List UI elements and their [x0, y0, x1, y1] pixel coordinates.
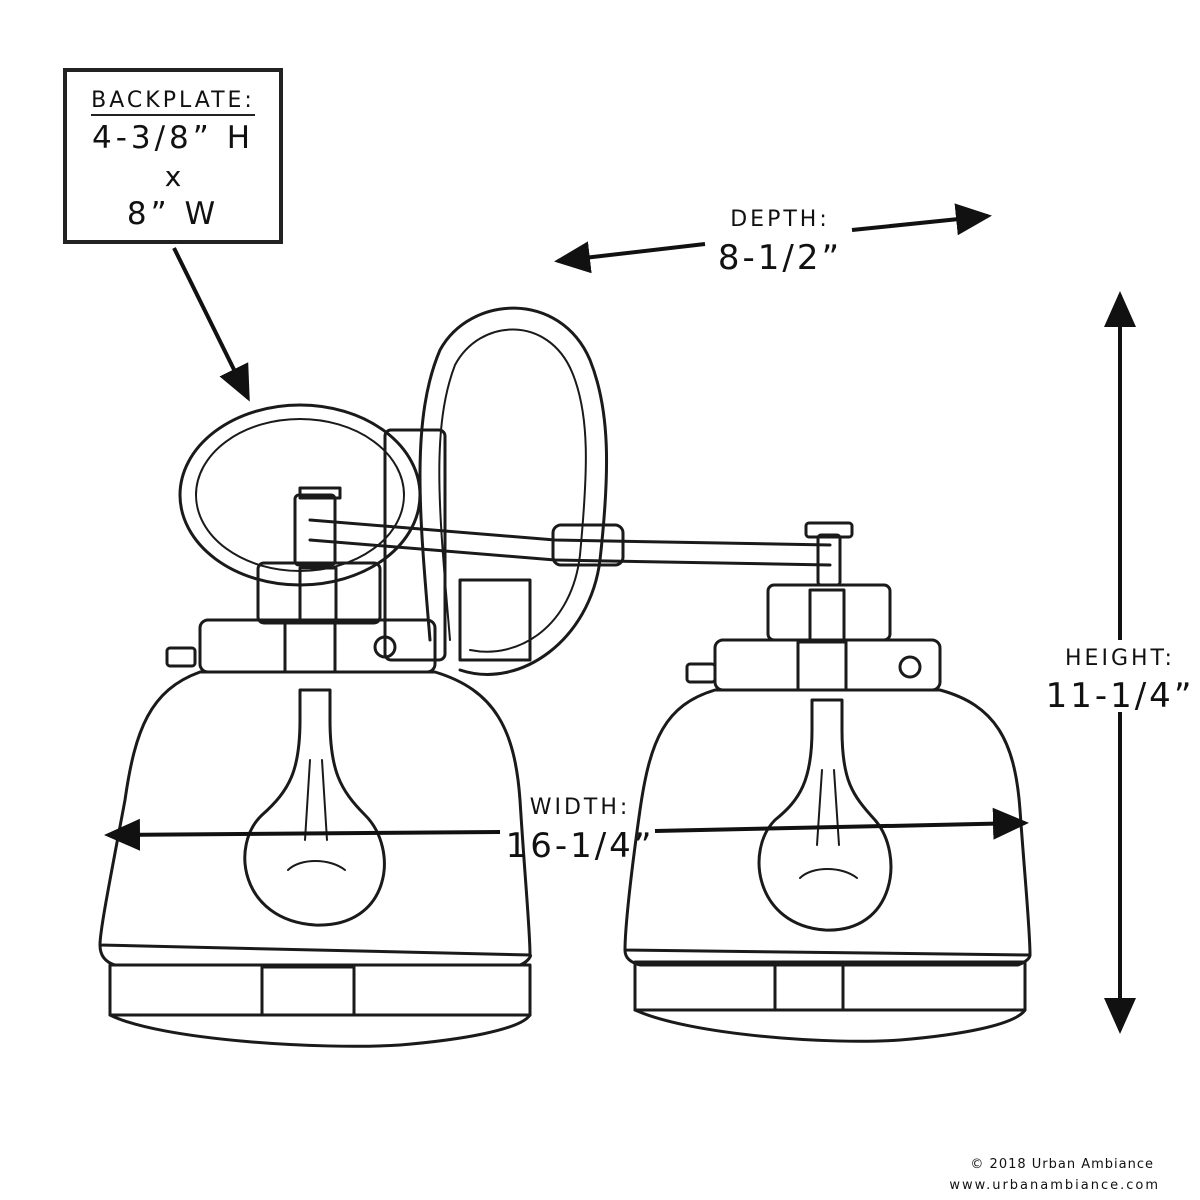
backplate-height-value: 4-3/8” H [91, 120, 255, 156]
backplate-times-sign: x [164, 160, 182, 193]
width-arrow-left [104, 818, 501, 851]
backplate-callout: BACKPLATE: 4-3/8” H x 8” W [63, 68, 283, 244]
website-url: www.urbanambiance.com [949, 1178, 1160, 1193]
width-value: 16-1/4” [505, 826, 655, 866]
fixture-sketch [98, 306, 1032, 1048]
copyright-text: © 2018 Urban Ambiance [970, 1157, 1154, 1172]
backplate-pointer-arrow [172, 247, 250, 402]
height-label: HEIGHT: [1065, 646, 1175, 671]
depth-label: DEPTH: [730, 207, 830, 232]
left-shade [98, 561, 532, 1048]
right-shade [623, 583, 1032, 1043]
backplate-width-value: 8” W [126, 196, 220, 232]
backplate-label: BACKPLATE: [67, 88, 279, 116]
width-arrow-right [654, 807, 1029, 840]
height-value: 11-1/4” [1045, 676, 1195, 716]
depth-value: 8-1/2” [717, 238, 843, 278]
depth-arrow-left [554, 241, 706, 274]
width-label: WIDTH: [529, 795, 631, 820]
depth-arrow-right [851, 203, 992, 236]
